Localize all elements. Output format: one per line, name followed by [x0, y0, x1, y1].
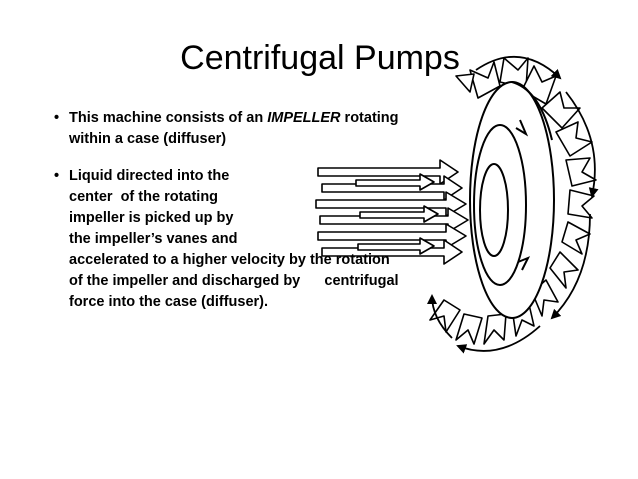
bullet-impeller: • This machine consists of an IMPELLER r… [44, 108, 464, 150]
bullet-line: This machine consists of an IMPELLER rot… [69, 108, 464, 129]
bullet-marker: • [54, 168, 60, 184]
bullet-line: impeller is picked up by [69, 210, 234, 226]
impeller-disc [469, 81, 555, 319]
bullet-marker: • [54, 110, 60, 126]
bullet-liquid: • Liquid directed into the center of the… [44, 166, 464, 313]
bullet-line: force into the case (diffuser). [69, 294, 269, 310]
impeller-emphasis: IMPELLER [267, 110, 341, 126]
bullet-line: of the impeller and discharged by centri… [69, 273, 399, 289]
bullet-line: Liquid directed into the [69, 168, 230, 184]
bullet-line: the impeller’s vanes and [69, 231, 238, 247]
bullet-line: accelerated to a higher velocity by the … [69, 252, 390, 268]
slide-body: • This machine consists of an IMPELLER r… [44, 108, 464, 313]
bullet-line: within a case (diffuser) [69, 131, 227, 147]
slide-title: Centrifugal Pumps [180, 39, 460, 77]
bullet-line: center of the rotating [69, 189, 219, 205]
bullet-text: rotating [340, 110, 399, 126]
bullet-text: This machine consists of an [69, 110, 268, 126]
